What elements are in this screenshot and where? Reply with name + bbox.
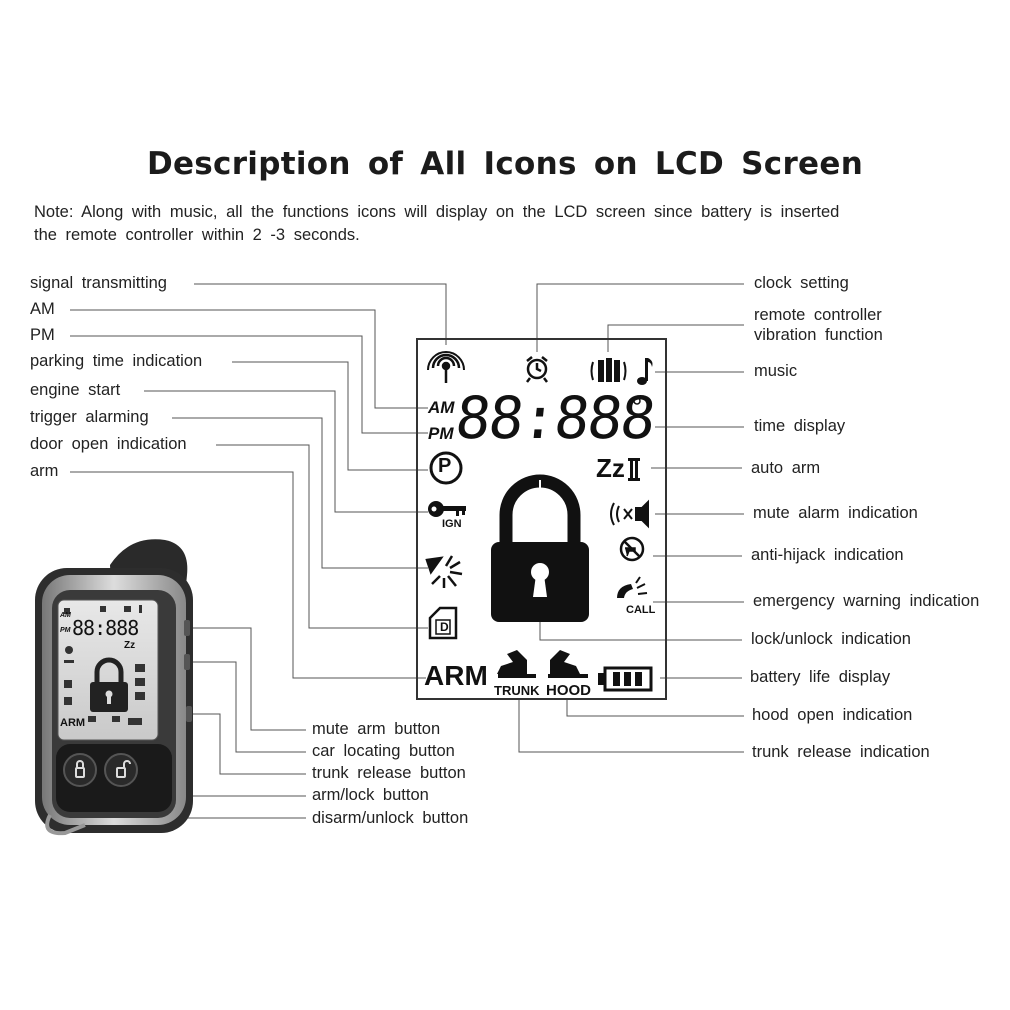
leader-pm — [70, 335, 428, 434]
label-time-display: time display — [754, 417, 846, 435]
note-line-1: Note: Along with music, all the function… — [34, 203, 840, 221]
lcd-screen — [416, 338, 667, 700]
label-car-locating-button: car locating button — [312, 742, 455, 760]
remote-screen — [57, 599, 159, 741]
disarm-unlock-button — [104, 753, 138, 787]
lcd-call: CALL — [626, 604, 656, 616]
label-trigger-alarming: trigger alarming — [30, 408, 149, 426]
leader-trunk — [518, 700, 744, 753]
auto-arm-icon — [628, 458, 640, 481]
leader-parking — [232, 361, 428, 471]
door-icon — [428, 606, 458, 640]
label-signal-transmitting: signal transmitting — [30, 274, 167, 292]
label-emergency-warning: emergency warning indication — [753, 592, 980, 610]
label-clock-setting: clock setting — [754, 274, 849, 292]
note-line-2: the remote controller within 2 -3 second… — [34, 226, 360, 244]
remote-arm: ARM — [60, 717, 86, 729]
spark-icon — [425, 555, 463, 588]
degree-mark — [633, 397, 641, 405]
label-parking-time: parking time indication — [30, 352, 203, 370]
label-arm-lock-button: arm/lock button — [312, 786, 429, 804]
leader-clock — [536, 283, 744, 352]
anti-hijack-icon — [619, 536, 645, 562]
car-locating-side-button — [184, 654, 190, 670]
arm-lock-button — [63, 753, 97, 787]
lcd-pm: PM — [428, 424, 454, 443]
lcd-trunk: TRUNK — [494, 683, 540, 698]
leader-arm — [70, 471, 426, 679]
leader-trigger — [172, 417, 428, 569]
lcd-arm: ARM — [424, 660, 488, 691]
remote-am: AM — [60, 612, 71, 619]
label-auto-arm: auto arm — [751, 459, 821, 477]
battery-icon — [598, 666, 653, 692]
padlock-icon — [491, 474, 589, 622]
remote-lock-icon — [94, 657, 124, 685]
remote-zz: Zz — [124, 640, 136, 651]
leader-mute-arm — [186, 627, 306, 731]
lcd-am: AM — [428, 398, 455, 417]
vibration-icon — [590, 358, 627, 382]
hood-car-icon — [548, 650, 588, 678]
leader-vibration — [607, 324, 744, 352]
leader-signal — [194, 283, 447, 345]
alarm-clock-icon — [526, 356, 548, 383]
label-music: music — [754, 362, 798, 380]
label-anti-hijack: anti-hijack indication — [751, 546, 904, 564]
lcd-door-letter: D — [440, 620, 449, 634]
music-note-icon — [637, 358, 653, 385]
mute-speaker-icon — [610, 499, 649, 529]
label-mute-arm-button: mute arm button — [312, 720, 441, 738]
label-disarm-unlock-button: disarm/unlock button — [312, 809, 469, 827]
leader-trunk-button — [190, 713, 306, 775]
label-mute-alarm: mute alarm indication — [753, 504, 918, 522]
label-vibration-1: remote controller — [754, 306, 882, 324]
trunk-car-icon — [497, 650, 536, 678]
label-trunk-release: trunk release indication — [752, 743, 930, 761]
leader-lock — [539, 622, 742, 641]
label-door-open: door open indication — [30, 435, 187, 453]
mute-arm-side-button — [184, 620, 190, 636]
trunk-release-side-button — [186, 706, 192, 722]
remote-keyring — [45, 814, 86, 836]
label-hood-open: hood open indication — [752, 706, 913, 724]
leader-hood — [566, 700, 744, 717]
signal-icon — [427, 351, 465, 383]
label-battery-life: battery life display — [750, 668, 891, 686]
sleep-icon: Zz — [596, 453, 625, 483]
lcd-ign: IGN — [442, 518, 462, 530]
parking-icon — [429, 451, 463, 485]
remote-pm: PM — [60, 627, 71, 634]
label-trunk-release-button: trunk release button — [312, 764, 466, 782]
leader-am — [70, 309, 428, 409]
lcd-hood: HOOD — [546, 682, 591, 699]
leader-car-locating — [188, 661, 306, 753]
key-icon — [428, 501, 466, 517]
label-vibration-2: vibration function — [754, 326, 883, 344]
leader-engine — [144, 390, 428, 513]
label-engine-start: engine start — [30, 381, 121, 399]
label-lock-unlock: lock/unlock indication — [751, 630, 911, 648]
label-am: AM — [30, 300, 55, 318]
page-title: Description of All Icons on LCD Screen — [146, 146, 864, 182]
phone-icon — [617, 576, 648, 598]
label-pm: PM — [30, 326, 55, 344]
lcd-parking-letter: P — [438, 455, 452, 477]
leader-door — [216, 444, 428, 629]
remote-time-digits: 88:888 — [72, 616, 139, 640]
label-arm: arm — [30, 462, 59, 480]
